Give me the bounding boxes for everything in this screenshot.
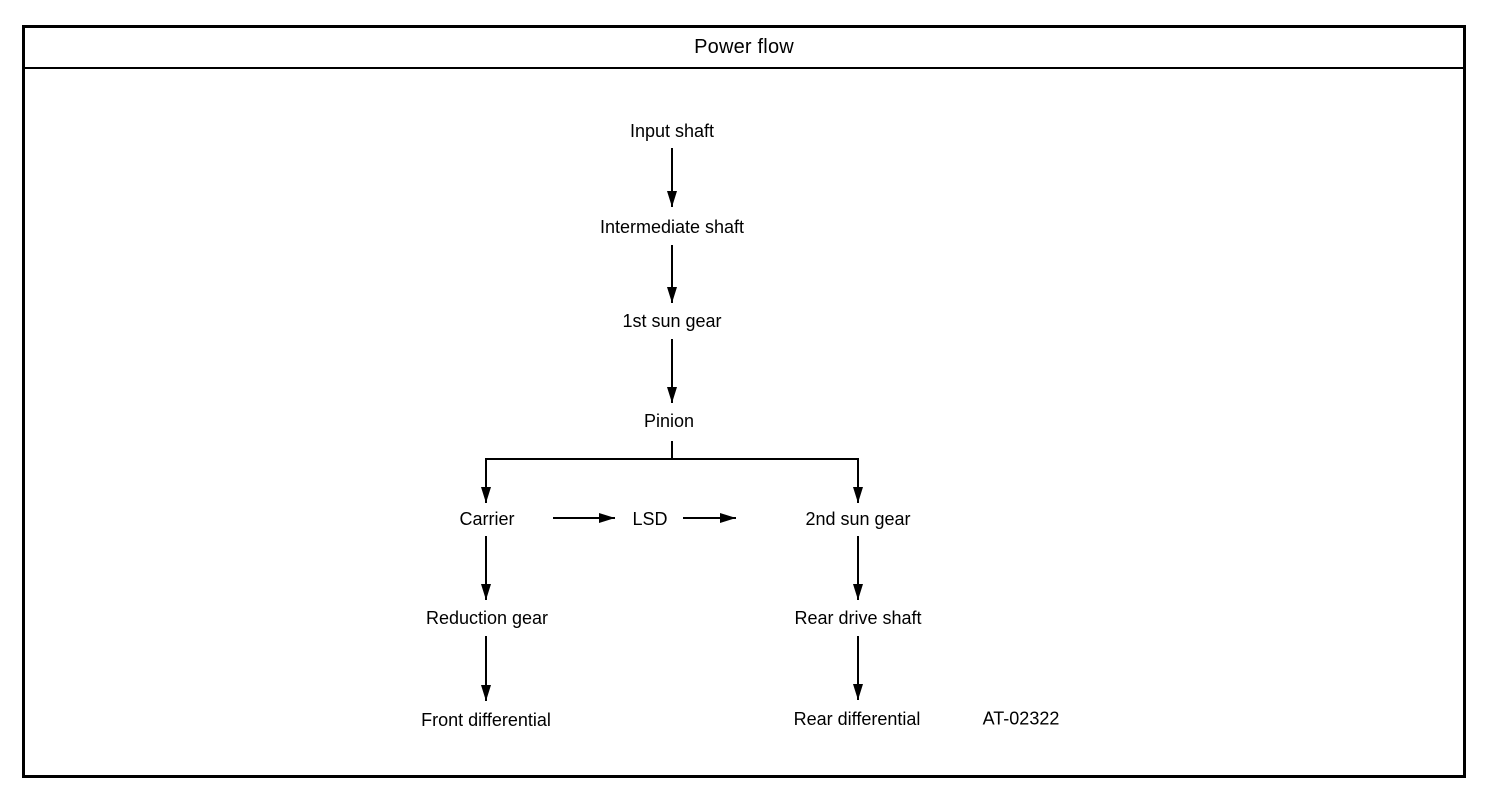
figure-title: Power flow (694, 36, 794, 58)
diagram-node-first-sun-gear: 1st sun gear (622, 311, 722, 331)
diagram-node-intermediate-shaft: Intermediate shaft (599, 217, 745, 237)
diagram-node-input-shaft: Input shaft (629, 121, 715, 141)
diagram-node-reduction-gear: Reduction gear (425, 608, 549, 628)
diagram-node-front-differential: Front differential (421, 710, 551, 730)
diagram-node-rear-drive-shaft: Rear drive shaft (794, 608, 922, 628)
figure-frame: Power flow (22, 25, 1466, 778)
diagram-node-second-sun-gear: 2nd sun gear (805, 509, 911, 529)
diagram-node-carrier: Carrier (459, 509, 515, 529)
figure-ref-code: AT-02322 (982, 708, 1060, 729)
diagram-node-rear-differential: Rear differential (793, 709, 921, 729)
figure-title-bar: Power flow (25, 28, 1463, 69)
diagram-node-lsd: LSD (632, 509, 668, 529)
diagram-node-pinion: Pinion (643, 411, 695, 431)
